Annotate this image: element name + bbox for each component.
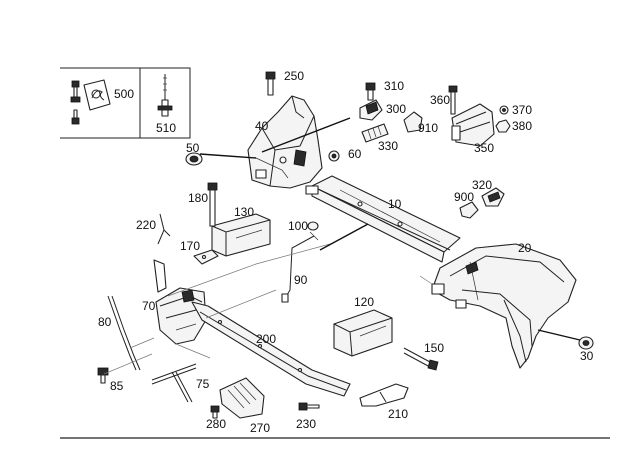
bolt-280 xyxy=(210,405,220,419)
grommet-50 xyxy=(185,152,203,166)
bolt-510 xyxy=(157,74,173,117)
bolt-310 xyxy=(365,82,376,101)
callout-90: 90 xyxy=(294,273,308,287)
callout-320: 320 xyxy=(472,178,492,192)
bracket-left-trim xyxy=(153,259,167,293)
clip-300 xyxy=(359,99,383,121)
callout-370: 370 xyxy=(512,103,532,117)
callout-250: 250 xyxy=(284,69,304,83)
assembly-guide-lines xyxy=(103,243,433,375)
bracket-130 xyxy=(211,213,271,257)
callout-100: 100 xyxy=(288,219,308,233)
callout-910: 910 xyxy=(418,121,438,135)
reference-inset xyxy=(60,67,191,139)
washer-370 xyxy=(499,105,509,115)
headlamp-bracket-40 xyxy=(247,95,323,189)
buffer-900 xyxy=(459,201,479,219)
callout-80: 80 xyxy=(98,315,112,329)
spring-330 xyxy=(361,123,389,143)
callout-350: 350 xyxy=(474,141,494,155)
mount-70 xyxy=(155,287,207,345)
nut-100 xyxy=(307,221,319,231)
callout-270: 270 xyxy=(250,421,270,435)
bolt-500 xyxy=(70,80,81,125)
callout-180: 180 xyxy=(188,191,208,205)
nut-380 xyxy=(495,119,511,133)
bolt-250 xyxy=(265,71,276,96)
callout-75: 75 xyxy=(196,377,210,391)
grommet-30 xyxy=(578,336,594,350)
latch-bracket-350 xyxy=(451,103,495,147)
callout-10: 10 xyxy=(388,197,402,211)
clip-170 xyxy=(193,249,219,265)
callout-85: 85 xyxy=(110,379,124,393)
callout-220: 220 xyxy=(136,218,156,232)
hook-220 xyxy=(157,213,171,245)
callout-60: 60 xyxy=(348,147,362,161)
clip-320 xyxy=(481,187,505,207)
leader-lines xyxy=(199,117,581,341)
cable-90 xyxy=(281,231,319,303)
callout-labels: 10 20 30 40 50 60 70 75 80 85 90 100 120… xyxy=(98,69,594,435)
callout-20: 20 xyxy=(518,241,532,255)
callout-40: 40 xyxy=(255,119,269,133)
strap-80 xyxy=(107,295,141,371)
cross-member-10 xyxy=(305,175,461,263)
callout-330: 330 xyxy=(378,139,398,153)
callout-310: 310 xyxy=(384,79,404,93)
buffer-910 xyxy=(403,111,423,133)
callout-70: 70 xyxy=(142,299,156,313)
lubricant-symbol-icon xyxy=(83,79,111,111)
bolt-360 xyxy=(448,85,458,115)
callout-120: 120 xyxy=(354,295,374,309)
bolt-85 xyxy=(97,367,109,384)
callout-170: 170 xyxy=(180,239,200,253)
callout-30: 30 xyxy=(580,349,594,363)
callout-300: 300 xyxy=(386,102,406,116)
bracket-120 xyxy=(333,309,393,357)
callout-210: 210 xyxy=(388,407,408,421)
tool-75 xyxy=(151,363,197,403)
callout-380: 380 xyxy=(512,119,532,133)
grille-270 xyxy=(219,377,265,419)
callout-50: 50 xyxy=(186,141,200,155)
carrier-20 xyxy=(431,243,577,369)
bolt-230 xyxy=(298,402,320,411)
callout-500: 500 xyxy=(114,87,134,101)
callout-900: 900 xyxy=(454,190,474,204)
bolt-180 xyxy=(207,182,218,227)
callout-280: 280 xyxy=(206,417,226,431)
callout-200: 200 xyxy=(256,332,276,346)
bolt-150 xyxy=(403,347,439,371)
callout-510: 510 xyxy=(156,121,176,135)
callout-130: 130 xyxy=(234,205,254,219)
bumper-reinforcement-200 xyxy=(191,301,351,397)
bracket-210 xyxy=(359,383,409,407)
callout-230: 230 xyxy=(296,417,316,431)
nut-60 xyxy=(328,150,340,162)
callout-360: 360 xyxy=(430,93,450,107)
callout-150: 150 xyxy=(424,341,444,355)
